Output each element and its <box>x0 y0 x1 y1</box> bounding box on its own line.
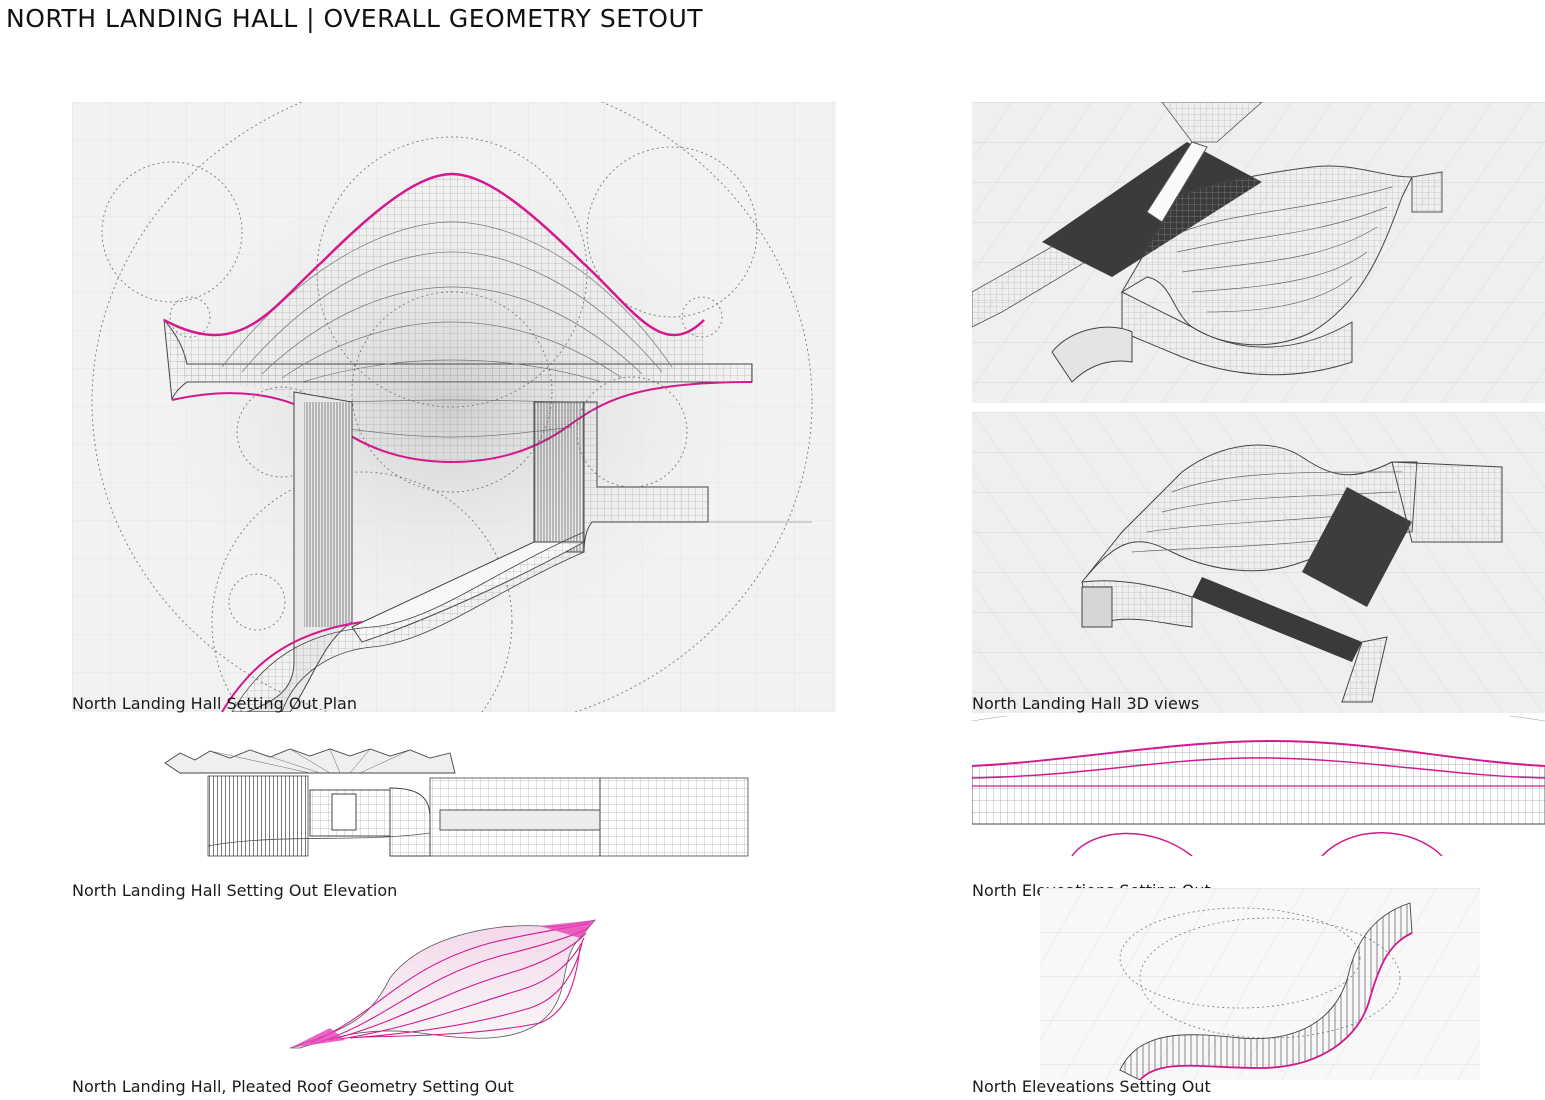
caption-setting-out-plan: North Landing Hall Setting Out Plan <box>72 694 357 713</box>
caption-setting-out-elevation: North Landing Hall Setting Out Elevation <box>72 881 398 900</box>
north-elevations-ribbon-drawing <box>1040 888 1480 1080</box>
north-elevations-drawing <box>972 716 1545 856</box>
3d-view-bottom-render <box>972 412 1545 713</box>
page-title: NORTH LANDING HALL | OVERALL GEOMETRY SE… <box>6 4 704 33</box>
caption-pleated-roof: North Landing Hall, Pleated Roof Geometr… <box>72 1077 514 1096</box>
setting-out-plan-drawing <box>72 102 836 712</box>
3d-view-top-render <box>972 102 1545 403</box>
pleated-roof-geometry-drawing <box>290 918 600 1053</box>
caption-north-elevations-2: North Eleveations Setting Out <box>972 1077 1211 1096</box>
setting-out-elevation-drawing <box>160 748 750 858</box>
caption-3d-views: North Landing Hall 3D views <box>972 694 1200 713</box>
